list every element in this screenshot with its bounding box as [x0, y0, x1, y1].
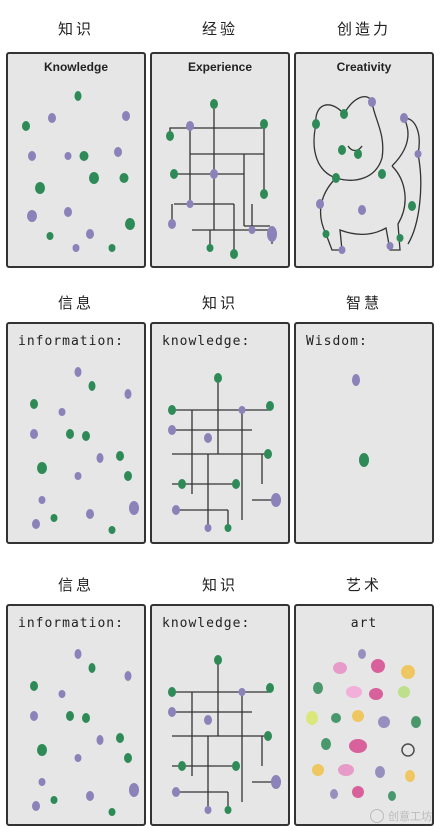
panel-knowledge-2: knowledge: — [150, 322, 290, 544]
caption-knowledge-2: 知识 — [201, 294, 238, 312]
label-creativity: Creativity — [336, 60, 392, 74]
dots-scatter-1 — [22, 91, 135, 252]
label-knowledge-2: knowledge: — [162, 334, 251, 349]
panel-knowledge: Knowledge — [6, 52, 146, 268]
watermark: 创意工坊 — [370, 808, 432, 824]
caption-wisdom: 智慧 — [345, 294, 382, 312]
wechat-logo-icon — [370, 809, 384, 823]
caption-knowledge-3: 知识 — [201, 576, 238, 594]
caption-art: 艺术 — [345, 576, 382, 594]
panel-knowledge-3: knowledge: — [150, 604, 290, 826]
dots-network-3 — [168, 655, 281, 814]
label-wisdom: Wisdom: — [306, 334, 368, 349]
label-knowledge: Knowledge — [43, 60, 108, 74]
watermark-text: 创意工坊 — [388, 810, 432, 823]
caption-information-2: 信息 — [57, 576, 94, 594]
label-information-2: information: — [18, 616, 124, 631]
dots-cat-drawing — [312, 96, 422, 254]
caption-experience: 经验 — [201, 20, 238, 38]
panel-art: art — [294, 604, 434, 826]
panel-experience: Experience — [150, 52, 290, 268]
panel-information-2: information: — [6, 604, 146, 826]
dots-art-colorful — [306, 649, 421, 801]
label-knowledge-3: knowledge: — [162, 616, 251, 631]
dots-scatter-2 — [30, 367, 139, 534]
caption-information: 信息 — [57, 294, 94, 312]
panel-wisdom: Wisdom: — [294, 322, 434, 544]
caption-creativity: 创造力 — [336, 20, 391, 38]
label-information: information: — [18, 334, 124, 349]
panel-information: information: — [6, 322, 146, 544]
caption-knowledge: 知识 — [57, 20, 94, 38]
dots-scatter-3 — [30, 649, 139, 816]
dots-network-2 — [168, 373, 281, 532]
panel-creativity: Creativity — [294, 52, 434, 268]
dots-network-1 — [166, 99, 277, 259]
label-art: art — [350, 616, 378, 631]
label-experience: Experience — [187, 60, 253, 74]
dots-wisdom — [352, 374, 369, 467]
